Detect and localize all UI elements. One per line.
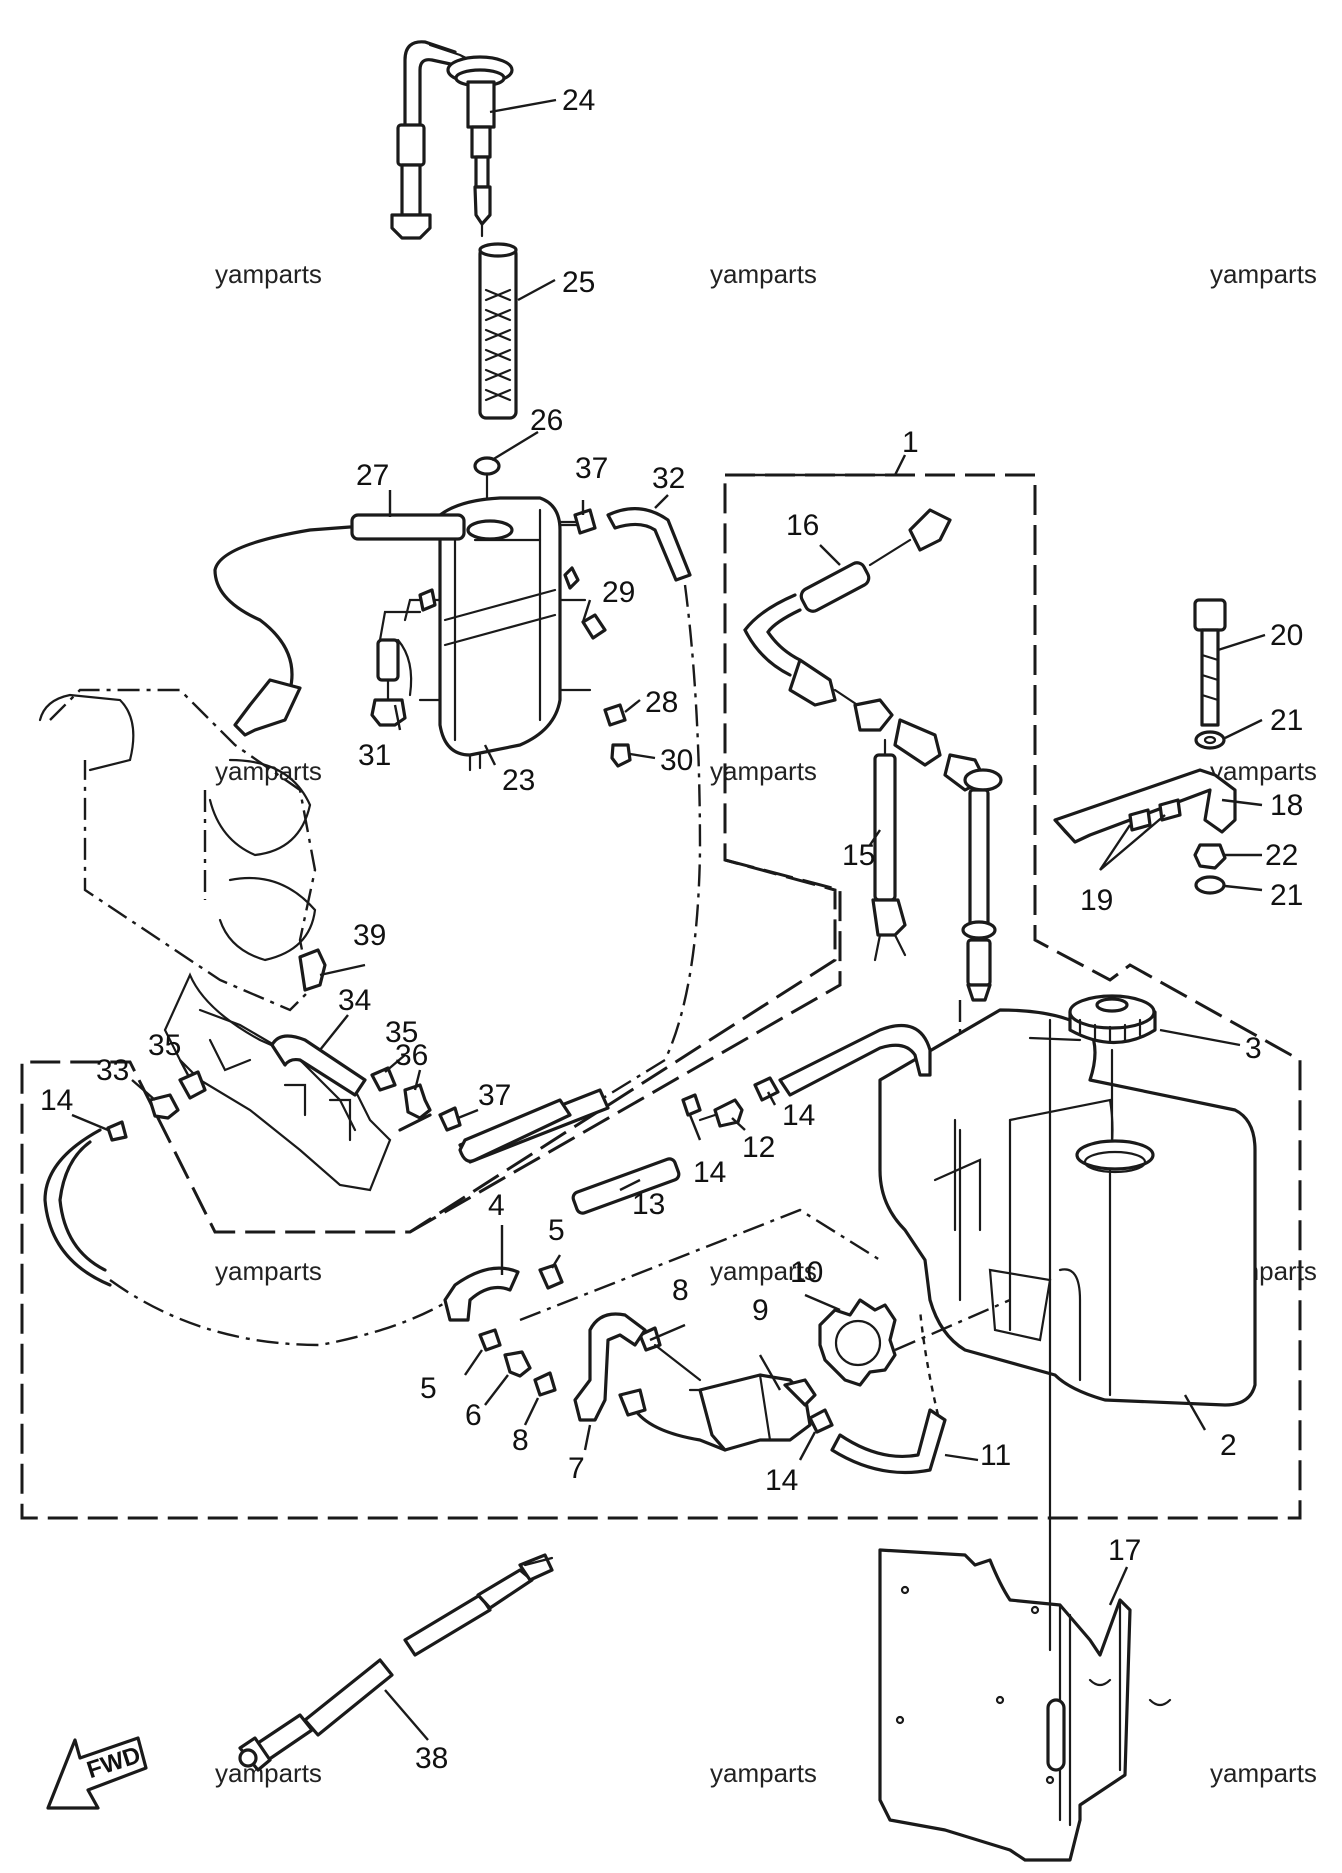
callout-15: 15 bbox=[842, 839, 875, 872]
callout-2: 2 bbox=[1220, 1429, 1237, 1462]
callout-20: 20 bbox=[1270, 619, 1303, 652]
watermark: yamparts bbox=[710, 1256, 817, 1286]
part-11-hose bbox=[830, 1309, 947, 1475]
callout-8: 8 bbox=[512, 1424, 529, 1457]
callout-21: 21 bbox=[1270, 704, 1303, 737]
part-7-hose bbox=[573, 1312, 647, 1422]
part-39-clip bbox=[298, 948, 327, 992]
callout-21: 21 bbox=[1270, 879, 1303, 912]
callout-30: 30 bbox=[660, 744, 693, 777]
callout-27: 27 bbox=[356, 459, 389, 492]
part-6-fitting bbox=[503, 1350, 532, 1378]
part-28-fitting bbox=[603, 703, 627, 727]
part-35-clips bbox=[178, 1066, 397, 1100]
callout-39: 39 bbox=[353, 919, 386, 952]
part-21-washer-top bbox=[1194, 730, 1226, 750]
callout-17: 17 bbox=[1108, 1534, 1141, 1567]
part-20-bolt bbox=[1193, 598, 1227, 727]
part-23-sub-oil-tank bbox=[403, 496, 592, 772]
callout-34: 34 bbox=[338, 984, 371, 1017]
watermark: yamparts bbox=[710, 1758, 817, 1788]
part-33-fitting bbox=[148, 1093, 180, 1120]
part-25-oil-filter bbox=[478, 242, 518, 420]
callout-24: 24 bbox=[562, 84, 595, 117]
callout-1: 1 bbox=[902, 426, 919, 459]
part-29-clip bbox=[581, 613, 607, 640]
part-5-clips bbox=[478, 1263, 564, 1352]
callout-32: 32 bbox=[652, 462, 685, 495]
part-15-oil-level-gauge-rod bbox=[853, 698, 1003, 1002]
callout-7: 7 bbox=[568, 1452, 585, 1485]
callout-18: 18 bbox=[1270, 789, 1303, 822]
callout-9: 9 bbox=[752, 1294, 769, 1327]
callout-28: 28 bbox=[645, 686, 678, 719]
callout-37: 37 bbox=[575, 452, 608, 485]
callout-36: 36 bbox=[395, 1039, 428, 1072]
part-4-hose bbox=[443, 1266, 520, 1322]
watermark: yamparts bbox=[710, 259, 817, 289]
callout-labels: 24 25 26 27 37 32 29 28 30 31 23 1 16 15… bbox=[40, 84, 1303, 1775]
callout-33: 33 bbox=[96, 1054, 129, 1087]
part-37-clip-lower bbox=[438, 1106, 462, 1132]
part-32-hose bbox=[599, 506, 702, 1102]
part-24-oil-level-gauge bbox=[390, 40, 514, 240]
watermark: yamparts bbox=[1210, 1758, 1317, 1788]
part-3-tank-cap bbox=[1068, 994, 1157, 1142]
part-38-hose-assembly bbox=[238, 1553, 554, 1772]
callout-35: 35 bbox=[385, 1016, 418, 1049]
callout-14: 14 bbox=[782, 1099, 815, 1132]
part-top-hose-to-tank bbox=[778, 1023, 932, 1097]
part-9-fuel-pump bbox=[618, 1343, 817, 1452]
callout-22: 22 bbox=[1265, 839, 1298, 872]
watermark: yamparts bbox=[1210, 756, 1317, 786]
leader-lines bbox=[71, 98, 1266, 1741]
callout-35: 35 bbox=[148, 1029, 181, 1062]
callout-5: 5 bbox=[420, 1372, 437, 1405]
part-21-washer-bottom bbox=[1194, 875, 1226, 895]
callout-12: 12 bbox=[742, 1131, 775, 1164]
part-22-nut bbox=[1193, 843, 1227, 870]
part-14-clips bbox=[106, 1076, 834, 1434]
callout-5: 5 bbox=[548, 1214, 565, 1247]
part-long-return-hose bbox=[43, 1128, 451, 1347]
callout-8: 8 bbox=[672, 1274, 689, 1307]
watermark: yamparts bbox=[1210, 259, 1317, 289]
part-2-oil-tank bbox=[878, 1008, 1257, 1407]
callout-14: 14 bbox=[40, 1084, 73, 1117]
callout-31: 31 bbox=[358, 739, 391, 772]
fwd-arrow-icon: FWD bbox=[46, 1736, 148, 1810]
callout-26: 26 bbox=[530, 404, 563, 437]
part-30-bolt bbox=[610, 743, 632, 768]
part-34-hose bbox=[270, 1034, 367, 1097]
watermark: yamparts bbox=[710, 756, 817, 786]
watermark: yamparts bbox=[215, 259, 322, 289]
callout-13: 13 bbox=[632, 1188, 665, 1221]
part-36-fitting bbox=[403, 1083, 432, 1120]
part-16-hose bbox=[743, 508, 952, 712]
callout-16: 16 bbox=[786, 509, 819, 542]
upper-group-boundary bbox=[409, 858, 842, 1234]
callout-3: 3 bbox=[1245, 1032, 1262, 1065]
assembly-1-boundary bbox=[20, 473, 1302, 1520]
callout-14: 14 bbox=[693, 1156, 726, 1189]
callout-25: 25 bbox=[562, 266, 595, 299]
callout-6: 6 bbox=[465, 1399, 482, 1432]
callout-11: 11 bbox=[980, 1439, 1011, 1472]
part-37-clip-top bbox=[558, 508, 597, 535]
part-10-filter-cap bbox=[818, 1298, 897, 1387]
part-17-tank-bracket bbox=[878, 1018, 1172, 1862]
callout-29: 29 bbox=[602, 576, 635, 609]
callout-4: 4 bbox=[488, 1189, 505, 1222]
callout-14: 14 bbox=[765, 1464, 798, 1497]
part-27-hose bbox=[213, 513, 466, 737]
part-mid-hose bbox=[398, 1098, 572, 1163]
callout-23: 23 bbox=[502, 764, 535, 797]
watermark: yamparts bbox=[215, 1256, 322, 1286]
callout-10: 10 bbox=[790, 1256, 823, 1289]
callout-19: 19 bbox=[1080, 884, 1113, 917]
callout-38: 38 bbox=[415, 1742, 448, 1775]
callout-37: 37 bbox=[478, 1079, 511, 1112]
